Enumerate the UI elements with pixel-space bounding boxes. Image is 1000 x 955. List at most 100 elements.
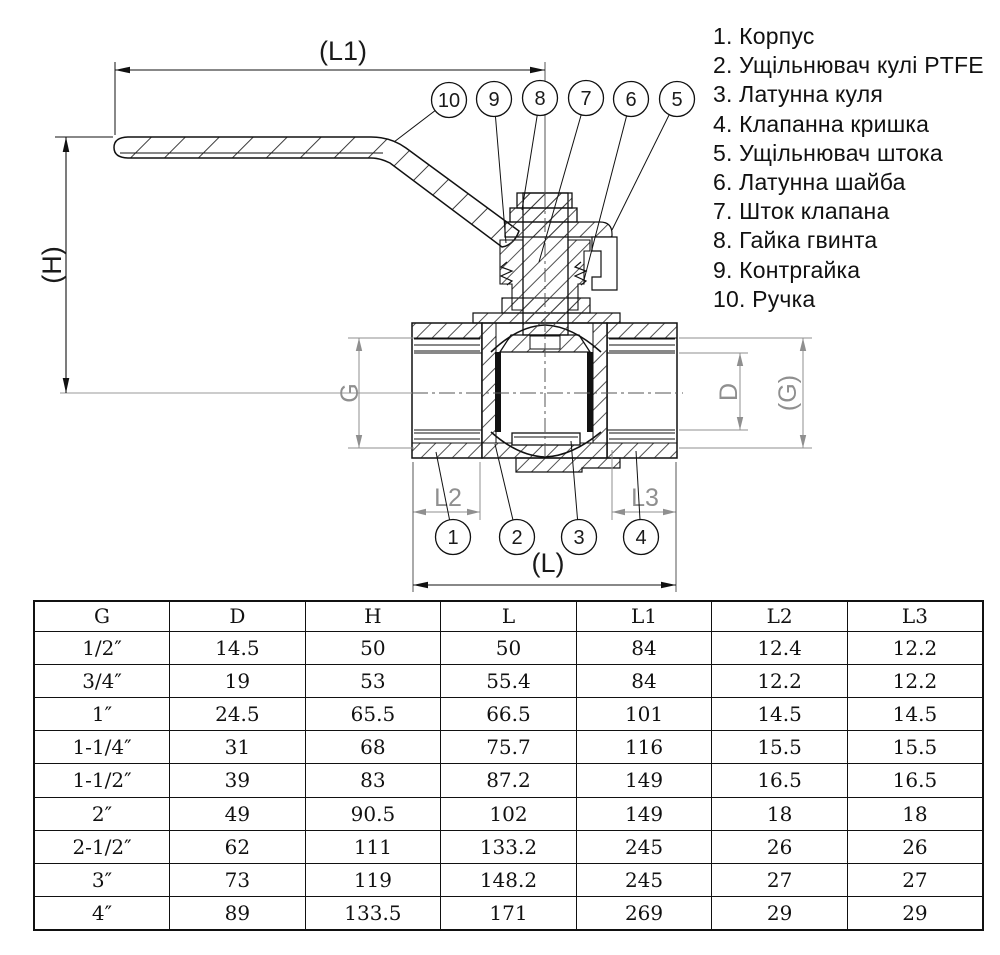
table-cell: 18	[711, 796, 848, 831]
callout-3: 3	[560, 518, 598, 556]
table-cell: 119	[304, 863, 442, 898]
callout-5-number: 5	[671, 89, 682, 111]
valve-technical-drawing: (L1) (H) G	[37, 36, 812, 592]
table-cell: 31	[169, 730, 306, 765]
callout-4: 4	[622, 518, 660, 556]
legend-item: 7. Шток клапана	[713, 198, 890, 225]
callout-2-number: 2	[511, 527, 522, 549]
table-cell: 2″	[33, 796, 171, 831]
table-cell: 89	[169, 896, 306, 931]
dimension-l2: L2	[413, 462, 481, 520]
callout-5: 5	[658, 80, 696, 118]
callout-3-number: 3	[573, 527, 584, 549]
table-cell: 4″	[33, 896, 171, 931]
callout-2: 2	[498, 518, 536, 556]
table-cell: 27	[711, 863, 848, 898]
table-cell: 66.5	[440, 696, 577, 732]
table-header-cell: D	[169, 600, 306, 632]
table-cell: 39	[169, 763, 306, 798]
callout-1-number: 1	[447, 527, 458, 549]
legend-item: 5. Ущільнювач штока	[713, 139, 943, 166]
table-cell: 24.5	[169, 696, 306, 732]
table-cell: 19	[169, 663, 306, 698]
callout-8: 8	[521, 79, 559, 117]
callout-10: 10	[430, 81, 468, 119]
table-cell: 245	[575, 829, 713, 865]
callout-8-number: 8	[534, 88, 545, 110]
table-cell: 50	[440, 630, 577, 665]
table-cell: 62	[169, 829, 306, 865]
table-cell: 111	[304, 829, 442, 865]
table-header-cell: L2	[711, 600, 848, 632]
legend-item: 9. Контргайка	[713, 256, 861, 283]
dimension-l3: L3	[611, 450, 676, 520]
table-cell: 149	[575, 796, 713, 831]
table-cell: 102	[440, 796, 577, 831]
table-cell: 27	[846, 863, 984, 898]
table-header-cell: G	[33, 600, 171, 632]
table-cell: 50	[304, 630, 442, 665]
table-cell: 133.2	[440, 829, 577, 865]
dim-label-h: (H)	[37, 246, 67, 283]
dimension-h: (H)	[37, 137, 70, 393]
table-cell: 49	[169, 796, 306, 831]
table-cell: 12.4	[711, 630, 848, 665]
table-cell: 1-1/4″	[33, 730, 171, 765]
table-cell: 12.2	[711, 663, 848, 698]
table-cell: 73	[169, 863, 306, 898]
legend-item: 10. Ручка	[713, 285, 816, 312]
table-header-cell: L	[440, 600, 577, 632]
table-cell: 1″	[33, 696, 171, 732]
table-cell: 149	[575, 763, 713, 798]
callout-4-number: 4	[635, 527, 646, 549]
callout-6-number: 6	[625, 89, 636, 111]
stem-assembly	[498, 192, 618, 353]
table-cell: 16.5	[711, 763, 848, 798]
table-cell: 16.5	[846, 763, 984, 798]
callout-9: 9	[475, 80, 513, 118]
dim-label-l1: (L1)	[319, 36, 367, 66]
legend-item: 2. Ущільнювач кулі PTFE	[713, 52, 984, 79]
table-cell: 29	[711, 896, 848, 931]
table-cell: 269	[575, 896, 713, 931]
table-cell: 26	[846, 829, 984, 865]
dim-label-l3: L3	[631, 484, 659, 512]
table-cell: 133.5	[304, 896, 442, 931]
dim-label-l2: L2	[434, 484, 462, 512]
legend-item: 6. Латунна шайба	[713, 169, 906, 196]
callout-7-number: 7	[580, 88, 591, 110]
dim-label-d: D	[715, 383, 743, 401]
table-cell: 55.4	[440, 663, 577, 698]
table-cell: 14.5	[711, 696, 848, 732]
table-cell: 15.5	[711, 730, 848, 765]
callout-9-number: 9	[488, 89, 499, 111]
dimension-d: D	[679, 352, 748, 431]
dim-label-g-right: (G)	[774, 375, 802, 411]
legend-item: 3. Латунна куля	[713, 81, 884, 108]
table-header-cell: L1	[575, 600, 713, 632]
table-cell: 101	[575, 696, 713, 732]
dimension-g-right: (G)	[679, 337, 812, 449]
dimension-l1: (L1)	[114, 36, 545, 135]
table-cell: 3″	[33, 863, 171, 898]
table-header-cell: L3	[846, 600, 984, 632]
table-cell: 14.5	[846, 696, 984, 732]
table-cell: 3/4″	[33, 663, 171, 698]
table-cell: 15.5	[846, 730, 984, 765]
dim-label-l: (L)	[532, 548, 565, 578]
table-cell: 2-1/2″	[33, 829, 171, 865]
table-cell: 1-1/2″	[33, 763, 171, 798]
